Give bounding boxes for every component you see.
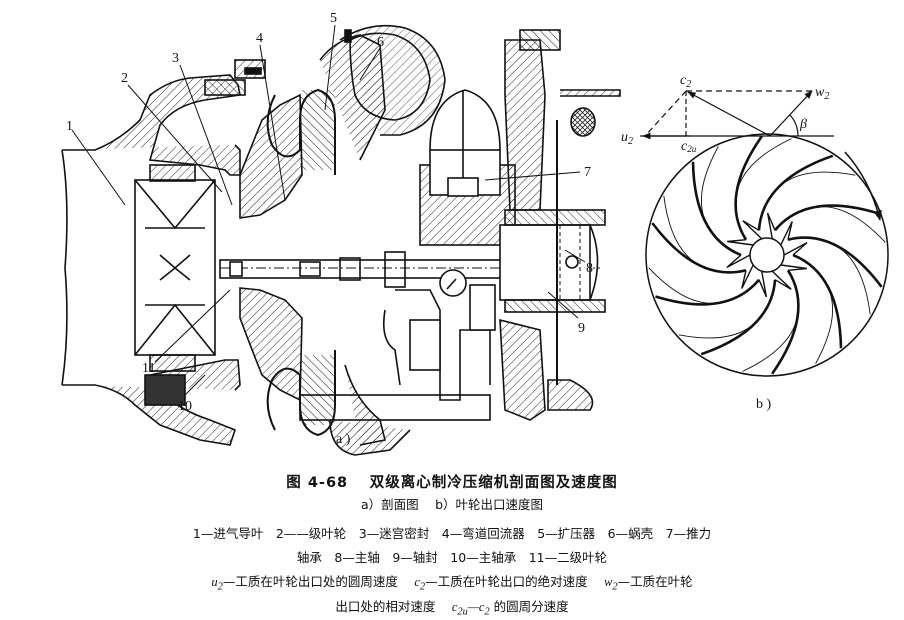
- leader-5: [324, 24, 336, 111]
- impeller-blade-root: [741, 264, 754, 289]
- callout-numbers: 1 2 3 4 5 6 7 8 9 10 11: [66, 11, 593, 414]
- first-stage-impeller: [239, 93, 303, 219]
- velocity-triangle: [640, 90, 834, 140]
- callout-8: 8: [586, 261, 593, 276]
- c2-vector: [687, 91, 771, 137]
- second-stage-impeller: [239, 287, 303, 402]
- callout-1: 1: [66, 119, 73, 134]
- impeller-blade-edge: [819, 239, 871, 315]
- impeller-blade-root: [783, 241, 808, 256]
- impeller-outline: [645, 133, 889, 377]
- panel-a-label: a ): [336, 432, 351, 447]
- compressor-cross-section: [61, 24, 621, 456]
- label-c2u: c: [681, 139, 688, 154]
- callout-6: 6: [377, 35, 384, 50]
- beta-arc: [789, 114, 799, 137]
- impeller-blades: [648, 135, 886, 375]
- impeller-blade-edge: [800, 206, 886, 243]
- figure-title-text: 双级离心制冷压缩机剖面图及速度图: [369, 475, 618, 491]
- panel-b-label: b ): [756, 397, 772, 412]
- inlet-casing-upper: [62, 74, 241, 176]
- impeller-blade-edge: [735, 138, 792, 210]
- parts-legend-line-1: 1—进气导叶 2——级叶轮 3—迷宫密封 4—弯道回流器 5—扩压器 6—蜗壳 …: [192, 526, 712, 541]
- impeller-blade-edge: [700, 146, 719, 237]
- label-w2: w: [815, 85, 825, 100]
- right-housing: [504, 39, 546, 211]
- svg-text:c2u: c2u: [681, 139, 697, 154]
- callout-7: 7: [584, 165, 591, 180]
- impeller-blade-root: [758, 271, 768, 298]
- figure-title: 图 4-68 双级离心制冷压缩机剖面图及速度图: [0, 471, 904, 492]
- svg-text:u2: u2: [621, 130, 633, 147]
- callout-11: 11: [142, 361, 155, 376]
- impeller-blade-edge: [768, 171, 856, 201]
- impeller-blade-root: [780, 221, 793, 246]
- symbols-legend-line-1: u2—工质在叶轮出口处的圆周速度 c2—工质在叶轮出口的绝对速度 w2—工质在叶…: [211, 574, 693, 593]
- callout-5: 5: [330, 11, 337, 26]
- leader-1: [71, 129, 126, 206]
- label-c2: c: [680, 73, 687, 88]
- leader-7: [484, 171, 581, 181]
- impeller-blade-root: [780, 264, 807, 271]
- svg-text:c2: c2: [680, 73, 691, 90]
- inlet-duct: [61, 149, 68, 386]
- leader-3: [179, 64, 233, 206]
- impeller-blade-edge: [742, 300, 799, 372]
- callout-10: 10: [178, 399, 192, 414]
- callout-3: 3: [172, 51, 179, 66]
- impeller-hub: [749, 237, 785, 273]
- figure-subcaption: a）剖面图 b）叶轮出口速度图: [0, 494, 904, 513]
- leader-10: [184, 374, 206, 396]
- label-beta: β: [799, 117, 807, 132]
- impeller-blade-root: [771, 270, 792, 290]
- subcaption-b: b）叶轮出口速度图: [435, 497, 544, 512]
- impeller-blade-edge: [815, 273, 834, 364]
- velocity-labels: c2 w2 u2 c2u β: [621, 73, 829, 154]
- impeller-view: [645, 133, 889, 377]
- leader-6: [359, 47, 381, 81]
- leader-2: [127, 84, 223, 193]
- callout-2: 2: [121, 71, 128, 86]
- main-shaft: [219, 259, 541, 279]
- callout-4: 4: [256, 31, 263, 46]
- leader-11: [154, 289, 231, 363]
- symbols-legend-line-2: 出口处的相对速度 c2u—c2 的圆周分速度: [335, 599, 569, 618]
- impeller-blade-root: [742, 220, 763, 240]
- impeller-blade-edge: [663, 195, 715, 271]
- leader-9: [547, 291, 579, 319]
- callout-9: 9: [578, 321, 585, 336]
- figure-number: 图 4-68: [286, 475, 349, 491]
- base-plate: [299, 394, 491, 421]
- callout-leaders: [71, 24, 586, 396]
- impeller-blade-edge: [678, 309, 766, 339]
- impeller-blade-root: [727, 239, 754, 246]
- w2-vector: [769, 90, 813, 137]
- svg-text:w2: w2: [815, 85, 829, 102]
- impeller-blade-root: [766, 212, 776, 239]
- impeller-blade-edge: [648, 267, 734, 304]
- u2-dashed: [644, 90, 687, 137]
- impeller-blade-root: [726, 254, 751, 269]
- subcaption-a: a）剖面图: [360, 497, 419, 512]
- parts-legend-line-2: 轴承 8—主轴 9—轴封 10—主轴承 11—二级叶轮: [296, 550, 608, 565]
- label-u2: u: [621, 130, 628, 145]
- leader-8: [564, 249, 586, 263]
- leader-4: [259, 44, 286, 201]
